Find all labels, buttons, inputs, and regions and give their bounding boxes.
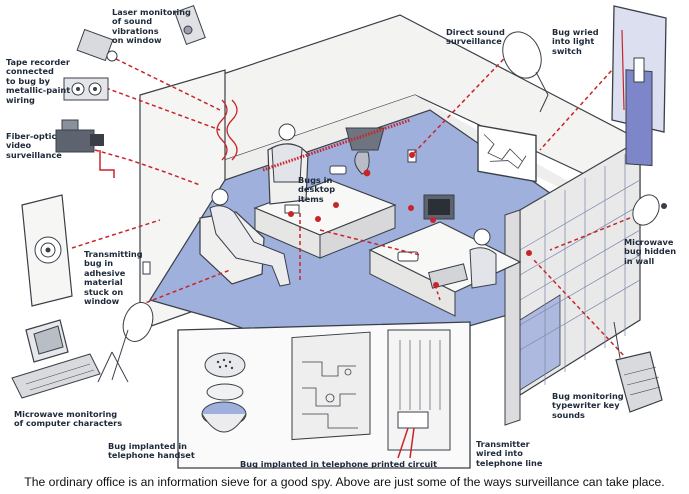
window-bug-panel	[21, 194, 73, 307]
laser-camera	[76, 28, 118, 62]
typewriter-monitor-radio	[613, 321, 663, 413]
bug-lamp	[363, 169, 371, 177]
label-tape-recorder: Tape recorder connected to bug by metall…	[6, 57, 71, 105]
label-typewriter-bug: Bug monitoring typewriter key sounds	[552, 391, 624, 420]
desk-telephone	[397, 251, 419, 262]
label-desktop-bugs: Bugs in desktop items	[298, 175, 336, 204]
monitored-computer	[11, 319, 101, 399]
bug-desk-item-3	[333, 202, 339, 208]
fiber-optic-camera	[55, 119, 115, 178]
direct-sound-dish	[502, 31, 549, 113]
typist-head	[473, 228, 491, 246]
label-circuit-bug: Bug implanted in telephone printed circu…	[240, 459, 437, 469]
seated-executive-head	[278, 123, 296, 141]
label-fiber-optic: Fiber-optic video surveillance	[6, 131, 62, 160]
label-microwave-wall: Microwave bug hidden in wall	[624, 237, 677, 266]
bug-outlet	[409, 152, 415, 158]
microwave-wall-dish	[632, 194, 667, 226]
label-microwave-computer: Microwave monitoring of computer charact…	[14, 409, 123, 429]
label-transmitter: Transmitter wired into telephone line	[476, 439, 543, 468]
label-handset-bug: Bug implanted in telephone handset	[108, 441, 195, 461]
visitor-head	[211, 188, 229, 206]
light-switch-inset	[611, 5, 667, 167]
label-direct-sound: Direct sound surveillance	[446, 27, 505, 47]
tape-recorder	[63, 77, 109, 101]
furniture	[199, 123, 532, 317]
office-surveillance-illustration	[11, 4, 667, 469]
bug-typewriter	[433, 282, 439, 288]
laser-device	[174, 4, 206, 46]
bug-computer	[430, 217, 436, 223]
bug-desk-item-2	[315, 216, 321, 222]
label-transmitting-bug: Transmitting bug in adhesive material st…	[84, 249, 143, 307]
microwave-dish-left	[97, 302, 154, 383]
label-light-switch: Bug wried into light switch	[552, 27, 599, 56]
surveillance-wires	[71, 43, 631, 361]
label-laser-monitoring: Laser monitoring of sound vibrations on …	[112, 7, 191, 46]
bug-desk-item-1	[288, 211, 294, 217]
devices	[11, 4, 667, 413]
telephone-inset-panel	[177, 321, 471, 469]
figure-caption: The ordinary office is an information si…	[24, 475, 665, 489]
typewriter	[427, 263, 469, 289]
